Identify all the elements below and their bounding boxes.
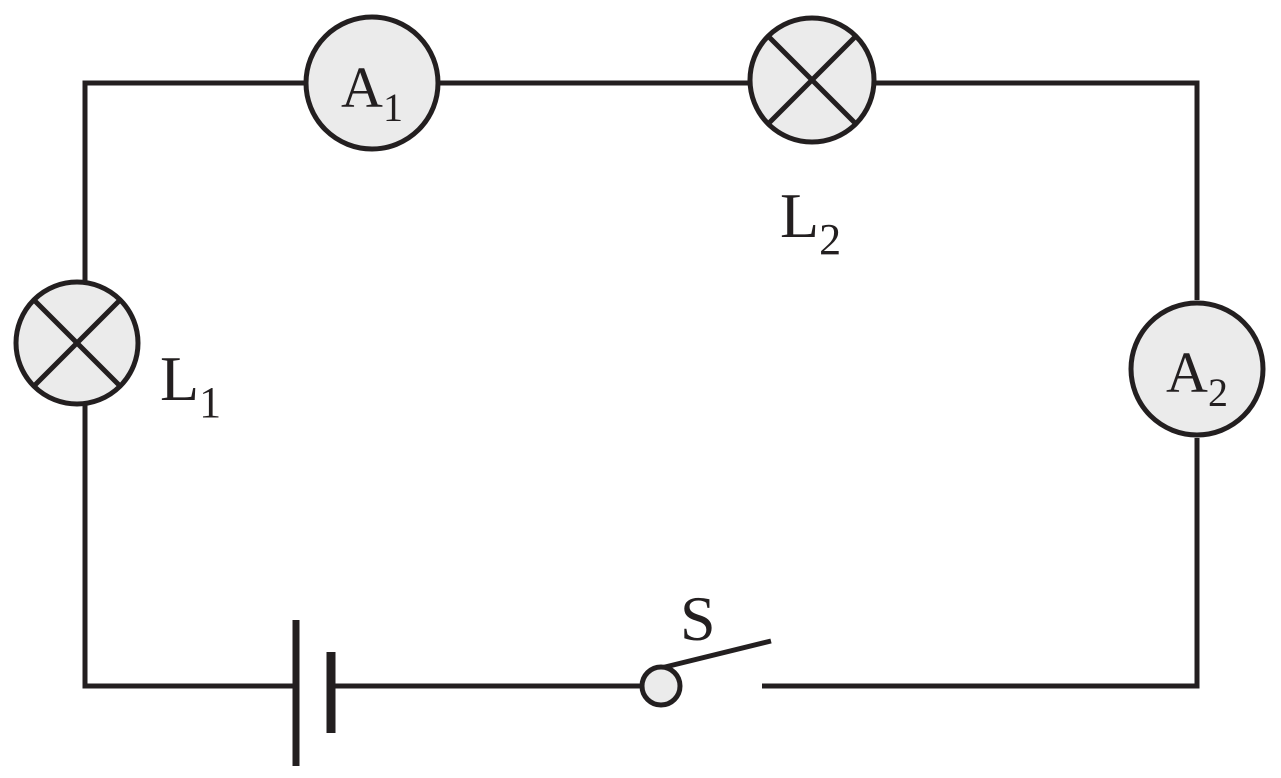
lamp-l1-subscript: 1 [199, 378, 221, 427]
lamp-l2-subscript: 2 [819, 215, 841, 264]
lamp-l1-cross-b [32, 298, 122, 388]
lamp-l1-label: L1 [160, 343, 221, 427]
wire-top-left [82, 80, 305, 282]
ammeter-a2-body [1128, 300, 1266, 438]
ammeter-a1-body [303, 14, 441, 152]
switch-s [639, 638, 772, 708]
lamp-l1-letter: L [160, 343, 199, 414]
cell-battery [292, 620, 336, 766]
wire-bottom-left [82, 405, 296, 689]
wire-top-right [875, 80, 1200, 300]
lamp-l1 [13, 279, 141, 407]
wires [82, 80, 1200, 689]
wire-bottom-right [762, 438, 1200, 689]
ammeter-a1-subscript: 1 [383, 85, 403, 130]
switch-pivot [639, 664, 683, 708]
ammeter-a2-letter: A [1166, 340, 1208, 405]
lamp-l2-cross-b [766, 34, 858, 126]
ammeter-a1-letter: A [341, 55, 383, 120]
ammeter-a2-label: A2 [1166, 340, 1228, 415]
switch-label: S [680, 583, 716, 654]
lamp-l2-letter: L [780, 180, 819, 251]
ammeter-a2: A2 [1128, 300, 1266, 438]
lamp-l2 [747, 15, 877, 145]
ammeter-a1-label: A1 [341, 55, 403, 130]
switch-blade [660, 638, 772, 671]
ammeter-a2-subscript: 2 [1208, 370, 1228, 415]
ammeter-a1: A1 [303, 14, 441, 152]
lamp-l2-label: L2 [780, 180, 841, 264]
